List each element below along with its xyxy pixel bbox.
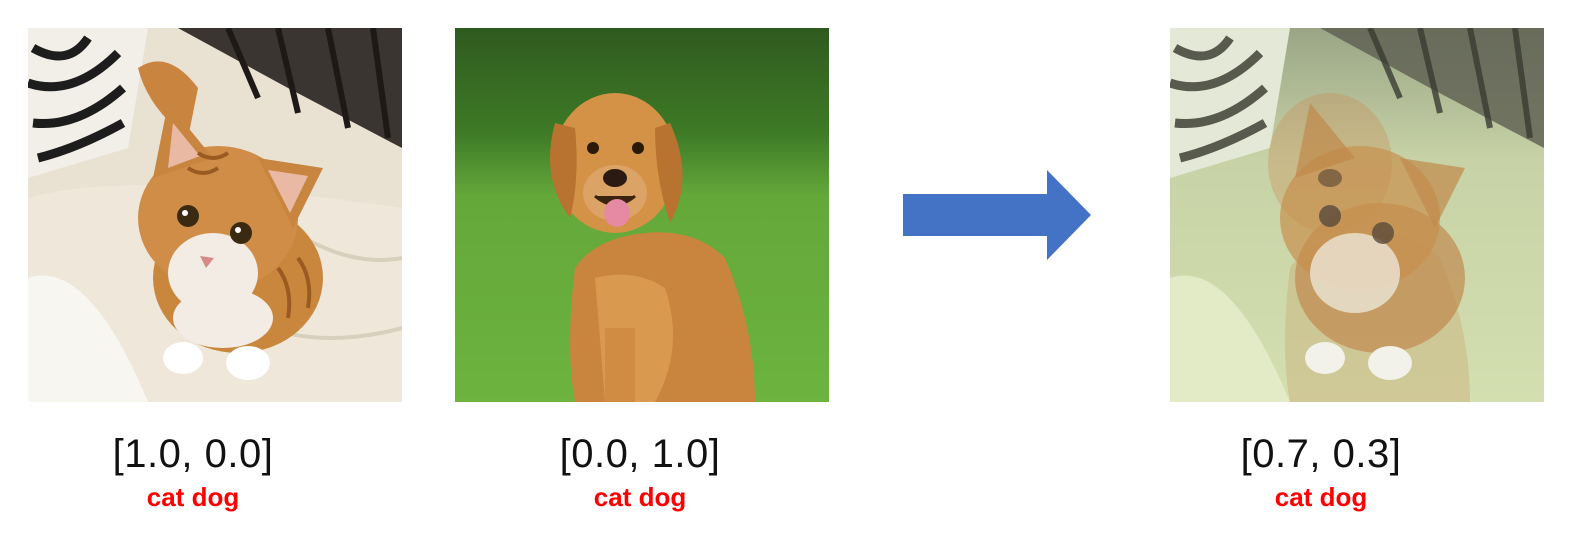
- dog-image: [455, 28, 829, 402]
- dog-class-label: cat dog: [593, 482, 687, 512]
- cat-image: [28, 28, 402, 402]
- mixed-class-label: cat dog: [1274, 482, 1368, 512]
- dog-vector-label: [0.0, 1.0]: [559, 432, 721, 476]
- mixed-image: [1170, 28, 1544, 402]
- cat-vector-label: [1.0, 0.0]: [112, 432, 274, 476]
- right-arrow-icon: [903, 170, 1091, 260]
- cat-class-label: cat dog: [146, 482, 240, 512]
- mixed-vector-label: [0.7, 0.3]: [1240, 432, 1402, 476]
